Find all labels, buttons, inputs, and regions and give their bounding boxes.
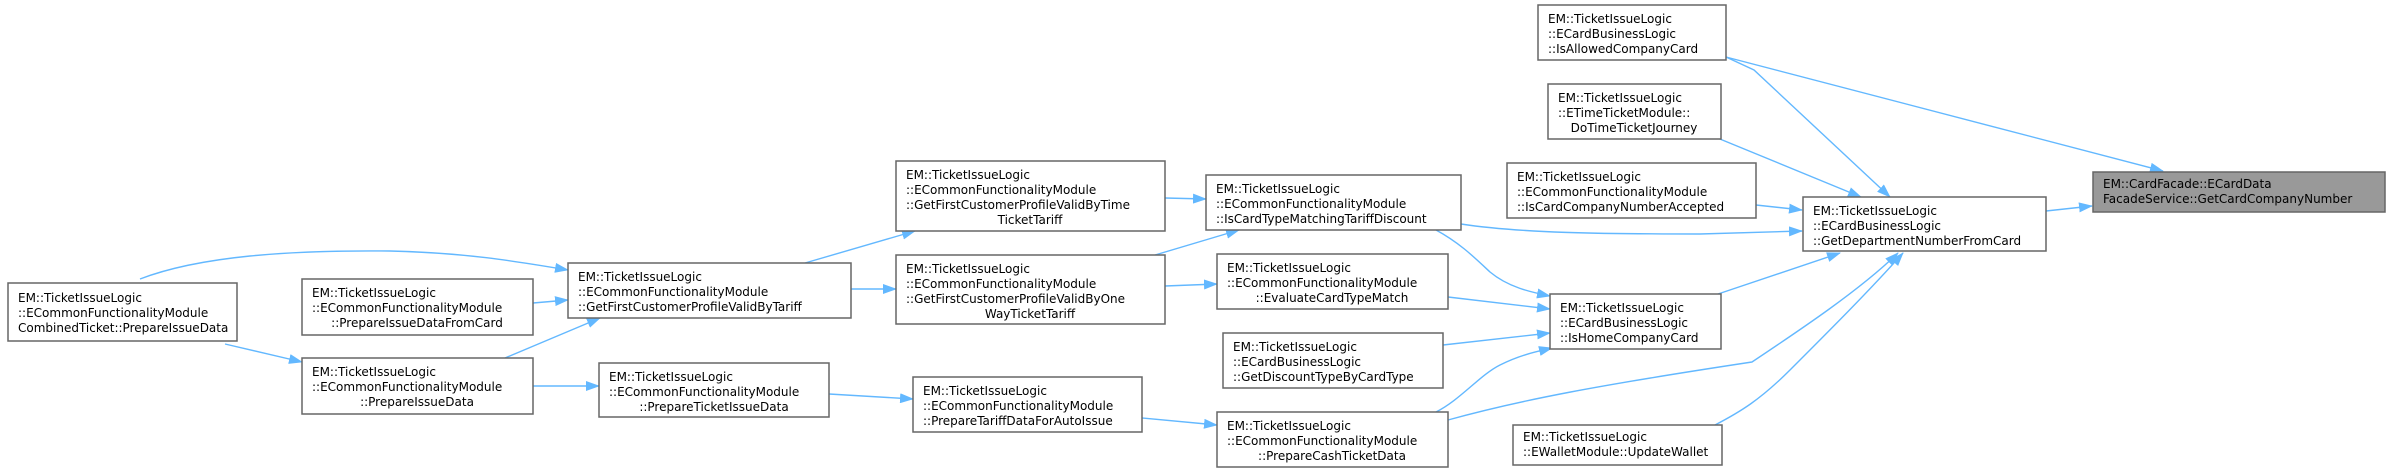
node-label: EM::TicketIssueLogic::ECommonFunctionali… bbox=[1216, 182, 1427, 226]
edge-bytime-to-iscardtype bbox=[1164, 193, 1207, 204]
node-get-first-profile-by-tariff[interactable]: EM::TicketIssueLogic::ECommonFunctionali… bbox=[567, 262, 852, 319]
node-label: EM::TicketIssueLogic::ECommonFunctionali… bbox=[906, 168, 1130, 227]
edge-dotime-to-getdepartment bbox=[1714, 136, 1862, 198]
node-label: EM::TicketIssueLogic::ETimeTicketModule:… bbox=[1558, 91, 1697, 135]
edge-combined-to-getfirstbytariff bbox=[139, 250, 569, 280]
edge-isallowed-to-getdepartment bbox=[1725, 56, 1891, 198]
node-label: EM::TicketIssueLogic::ECardBusinessLogic… bbox=[1813, 204, 2021, 248]
node-label: EM::TicketIssueLogic::ECommonFunctionali… bbox=[923, 384, 1113, 428]
node-is-home-company-card[interactable]: EM::TicketIssueLogic::ECardBusinessLogic… bbox=[1549, 293, 1722, 350]
edge-preparecash-to-ishome bbox=[1435, 346, 1553, 413]
node-do-time-ticket-journey[interactable]: EM::TicketIssueLogic::ETimeTicketModule:… bbox=[1547, 83, 1722, 140]
node-prepare-issue-data[interactable]: EM::TicketIssueLogic::ECommonFunctionali… bbox=[301, 357, 534, 415]
node-prepare-ticket-issue-data[interactable]: EM::TicketIssueLogic::ECommonFunctionali… bbox=[598, 362, 830, 418]
edge-prepareticketissue-to-autoissue bbox=[828, 393, 914, 404]
edge-evaluate-to-ishome bbox=[1447, 296, 1551, 313]
node-label: EM::TicketIssueLogic::ECommonFunctionali… bbox=[1227, 261, 1417, 305]
edge-combined-to-prepareissue bbox=[224, 343, 303, 364]
node-is-card-company-number-accepted[interactable]: EM::TicketIssueLogic::ECommonFunctionali… bbox=[1506, 162, 1757, 219]
edge-updatewallet-to-getdepartment bbox=[1714, 252, 1904, 426]
edge-ishome-to-getdepartment bbox=[1717, 252, 1841, 295]
node-label: EM::TicketIssueLogic::ECommonFunctionali… bbox=[906, 262, 1125, 321]
edge-iscardtype-to-ishome bbox=[1435, 229, 1551, 299]
edge-isaccepted-to-getdepartment bbox=[1755, 203, 1803, 214]
node-combined-prepare-issue-data[interactable]: EM::TicketIssueLogic::ECommonFunctionali… bbox=[7, 282, 238, 342]
edge-fromcard-to-getfirstbytariff bbox=[532, 296, 569, 307]
node-label: EM::TicketIssueLogic::ECommonFunctionali… bbox=[312, 365, 502, 409]
node-label: EM::TicketIssueLogic::ECardBusinessLogic… bbox=[1233, 340, 1414, 384]
node-prepare-issue-data-from-card[interactable]: EM::TicketIssueLogic::ECommonFunctionali… bbox=[301, 278, 534, 336]
edges bbox=[139, 56, 2164, 429]
node-label: EM::TicketIssueLogic::ECommonFunctionali… bbox=[609, 370, 799, 414]
node-is-allowed-company-card[interactable]: EM::TicketIssueLogic::ECardBusinessLogic… bbox=[1537, 4, 1727, 61]
node-label: EM::TicketIssueLogic::ECardBusinessLogic… bbox=[1560, 301, 1698, 345]
edge-byoneway-to-iscardtype bbox=[1154, 228, 1240, 256]
node-label: EM::TicketIssueLogic::ECommonFunctionali… bbox=[312, 286, 503, 330]
node-update-wallet[interactable]: EM::TicketIssueLogic::EWalletModule::Upd… bbox=[1512, 424, 1723, 466]
node-get-first-profile-by-one-way-ticket-tariff[interactable]: EM::TicketIssueLogic::ECommonFunctionali… bbox=[895, 254, 1166, 325]
edge-prepareissue-to-getfirstbytariff bbox=[504, 317, 601, 359]
node-get-discount-type-by-card-type[interactable]: EM::TicketIssueLogic::ECardBusinessLogic… bbox=[1222, 332, 1444, 389]
edge-iscardtype-to-getdepartment bbox=[1460, 223, 1803, 237]
edge-isallowed-to-target bbox=[1725, 56, 2164, 173]
node-prepare-tariff-data-for-auto-issue[interactable]: EM::TicketIssueLogic::ECommonFunctionali… bbox=[912, 376, 1143, 433]
node-get-first-profile-by-time-ticket-tariff[interactable]: EM::TicketIssueLogic::ECommonFunctionali… bbox=[895, 160, 1166, 232]
node-label: EM::TicketIssueLogic::ECommonFunctionali… bbox=[1227, 419, 1417, 463]
node-evaluate-card-type-match[interactable]: EM::TicketIssueLogic::ECommonFunctionali… bbox=[1216, 253, 1449, 310]
node-prepare-cash-ticket-data[interactable]: EM::TicketIssueLogic::ECommonFunctionali… bbox=[1216, 411, 1449, 468]
node-label: EM::TicketIssueLogic::ECommonFunctionali… bbox=[1517, 170, 1724, 214]
edge-autoissue-to-preparecash bbox=[1141, 417, 1218, 429]
edge-preparecash-to-getdepartment bbox=[1447, 252, 1899, 421]
edge-byoneway-to-evaluate bbox=[1164, 279, 1218, 290]
node-label: EM::TicketIssueLogic::EWalletModule::Upd… bbox=[1523, 430, 1709, 459]
node-get-department-number-from-card[interactable]: EM::TicketIssueLogic::ECardBusinessLogic… bbox=[1802, 196, 2047, 252]
node-label: EM::TicketIssueLogic::ECommonFunctionali… bbox=[578, 270, 803, 314]
edge-getfirstbytariff-to-bytime bbox=[804, 229, 916, 264]
node-is-card-type-matching-tariff-discount[interactable]: EM::TicketIssueLogic::ECommonFunctionali… bbox=[1205, 174, 1462, 231]
edge-getdiscount-to-ishome bbox=[1442, 329, 1551, 346]
node-label: EM::TicketIssueLogic::ECardBusinessLogic… bbox=[1548, 12, 1698, 56]
node-label: EM::TicketIssueLogic::ECommonFunctionali… bbox=[18, 291, 228, 335]
edge-getdepartment-to-target bbox=[2045, 202, 2093, 213]
